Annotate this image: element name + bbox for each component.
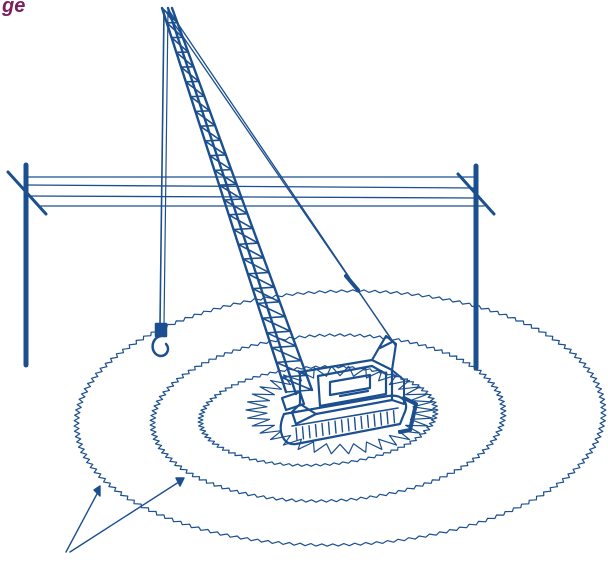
lattice-brace [275, 359, 303, 364]
lattice-brace [213, 169, 238, 186]
crawler-tracks [279, 390, 418, 446]
lattice-brace [180, 66, 200, 83]
lattice-brace [247, 273, 276, 288]
lattice-brace [223, 198, 243, 201]
lattice-brace [227, 212, 249, 216]
lattice-brace [237, 242, 259, 246]
track-tread [321, 422, 324, 437]
lattice-brace [280, 376, 313, 391]
lattice-brace [251, 287, 281, 303]
lattice-brace [204, 139, 222, 142]
lattice-brace [185, 81, 206, 97]
lattice-brace [213, 168, 233, 172]
lattice-brace [199, 125, 222, 142]
track-tread [314, 423, 318, 438]
track-tread [386, 411, 389, 425]
crane-hook-icon [151, 322, 170, 358]
lattice-brace [199, 124, 216, 127]
power-pole-left [6, 162, 48, 368]
track-tread [308, 425, 311, 439]
lattice-brace [256, 301, 281, 305]
lattice-boom [160, 6, 314, 396]
page-title: ge [2, 0, 26, 17]
lattice-brace [218, 184, 243, 200]
lattice-brace [194, 110, 211, 113]
lattice-brace [270, 346, 303, 362]
ground-ring-middle [149, 333, 507, 503]
crane-cab [290, 334, 405, 426]
lattice-brace [232, 228, 259, 244]
track-tread [366, 414, 370, 429]
ground-ring-outer [73, 289, 607, 547]
track-tread [295, 427, 298, 441]
lattice-brace [270, 345, 297, 349]
track-tread [334, 420, 337, 434]
lattice-brace [194, 110, 216, 127]
lattice-brace [161, 7, 179, 24]
lattice-brace [218, 183, 238, 187]
lattice-brace [175, 51, 195, 68]
lattice-brace [208, 154, 233, 171]
lattice-brace [280, 374, 308, 379]
lattice-brace [261, 315, 286, 319]
lattice-brace [227, 213, 254, 230]
lattice-brace [247, 271, 270, 275]
lattice-brace [242, 256, 265, 260]
track-tread [340, 419, 344, 433]
power-line-wires [25, 176, 485, 207]
lattice-brace [204, 140, 227, 156]
boom-pendant-lines [165, 11, 396, 346]
hoist-line [159, 9, 169, 326]
pointer-arrows [65, 477, 185, 553]
lattice-brace [223, 199, 249, 215]
lattice-brace [261, 317, 292, 333]
track-tread [301, 426, 305, 440]
lattice-brace [170, 36, 189, 53]
track-tread [379, 412, 383, 426]
lattice-brace [266, 330, 292, 334]
lattice-brace [208, 154, 227, 157]
lattice-brace [242, 258, 270, 274]
lattice-brace [232, 227, 254, 231]
lattice-brace [189, 95, 211, 112]
track-tread [392, 410, 396, 424]
track-tread [347, 418, 350, 432]
ground-ring-contact [245, 365, 435, 455]
lattice-brace [275, 361, 308, 377]
track-tread [353, 416, 357, 431]
track-tread [373, 413, 376, 427]
lattice-brace [165, 21, 184, 39]
power-pole-right [456, 163, 496, 371]
track-tread [327, 421, 331, 435]
track-tread [360, 415, 363, 430]
lattice-brace [251, 286, 276, 290]
lattice-brace [266, 332, 297, 347]
ground-ring-inner [197, 365, 439, 467]
lattice-brace [237, 243, 265, 259]
lattice-brace [256, 302, 286, 318]
